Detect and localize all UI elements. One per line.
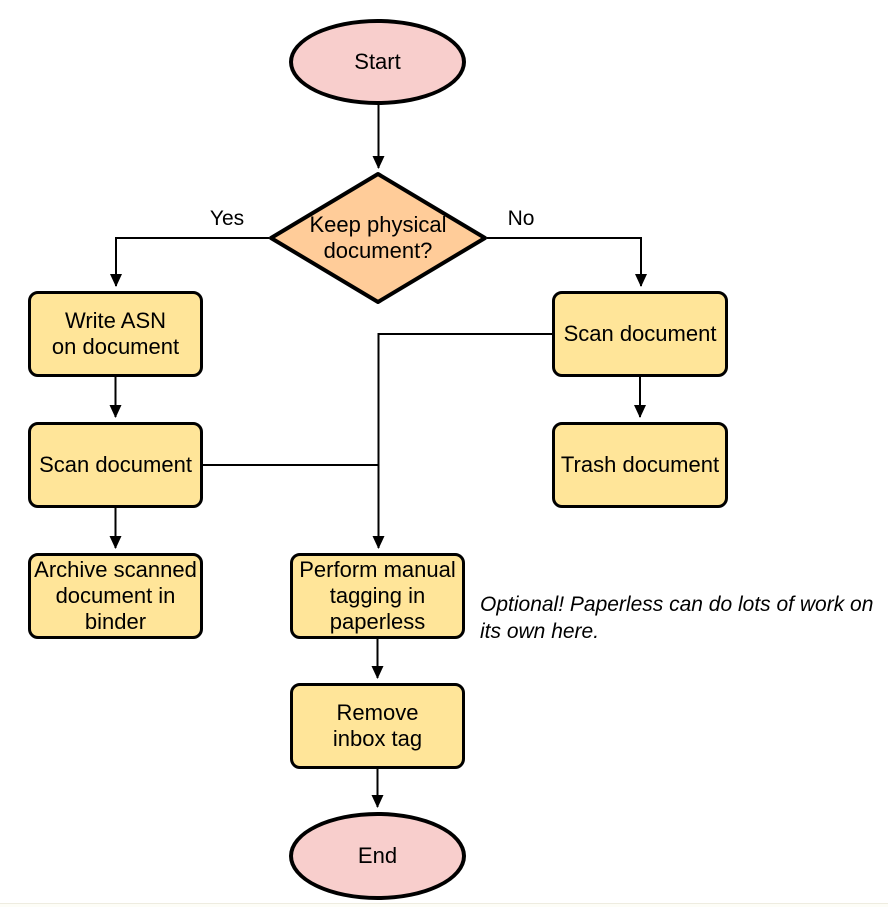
node-perform-manual-tagging: Perform manual tagging in paperless bbox=[290, 553, 465, 639]
node-remove-inbox-tag: Remove inbox tag bbox=[290, 683, 465, 769]
connector-decision-yes-to-write-asn bbox=[110, 237, 269, 287]
node-start: Start bbox=[289, 19, 466, 105]
connector-scan-right-to-perform-tagging bbox=[372, 333, 552, 549]
node-write-asn: Write ASN on document bbox=[28, 291, 203, 377]
optional-note: Optional! Paperless can do lots of work … bbox=[480, 593, 874, 643]
page-bottom-edge bbox=[0, 903, 888, 907]
edge-label-yes: Yes bbox=[209, 207, 245, 230]
connector-decision-no-to-scan-right bbox=[487, 237, 647, 287]
node-scan-document-left: Scan document bbox=[28, 422, 203, 508]
node-decision-label: Keep physical document? bbox=[309, 212, 447, 263]
node-archive-document: Archive scanned document in binder bbox=[28, 553, 203, 639]
edge-label-no: No bbox=[507, 207, 535, 230]
node-scan-document-right: Scan document bbox=[552, 291, 728, 377]
node-end: End bbox=[289, 812, 466, 900]
node-trash-document: Trash document bbox=[552, 422, 728, 508]
